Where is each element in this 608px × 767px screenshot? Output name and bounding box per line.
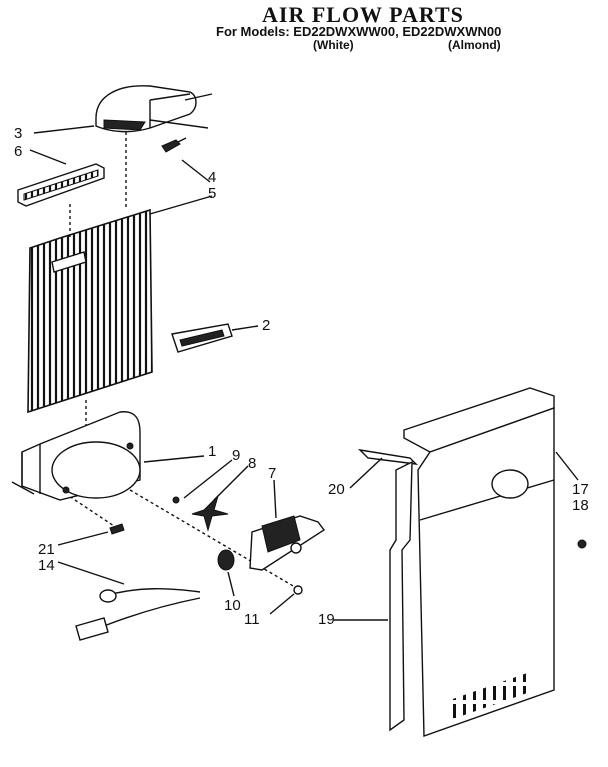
callout-10: 10 [224,597,241,614]
callout-6: 6 [14,143,22,160]
part-evaporator-grille [27,208,153,414]
part-screw-11 [293,585,303,595]
callout-14: 14 [38,557,55,574]
part-wire-harness [75,588,201,641]
callout-2: 2 [262,317,270,334]
part-seal-strip [357,448,418,465]
callout-18: 18 [572,497,589,514]
models-line: For Models: ED22DWXWW00, ED22DWXWN00 [216,24,502,39]
variant-almond: (Almond) [448,38,501,52]
part-vent-filter [17,163,105,207]
part-rear-panel [403,387,587,737]
part-grommet [217,549,235,571]
callout-7: 7 [268,465,276,482]
callout-8: 8 [248,455,256,472]
callout-11: 11 [244,611,260,628]
callout-4: 4 [208,169,216,186]
callout-1: 1 [208,443,216,460]
part-fan-housing [11,411,141,501]
part-fan-motor [249,515,326,571]
variant-white: (White) [313,38,354,52]
callout-labels: 3 6 4 5 2 1 9 8 7 21 14 10 11 19 20 17 1… [14,125,589,628]
callout-17: 17 [572,481,589,498]
part-screw-4 [161,137,187,153]
diagram-title: AIR FLOW PARTS [262,2,464,27]
callout-leaders [29,125,579,621]
part-screw-21 [109,523,125,535]
callout-21: 21 [38,541,55,558]
part-vertical-channel [389,460,413,732]
part-fan-blade [172,494,229,532]
part-bracket-2 [171,323,233,353]
callout-3: 3 [14,125,22,142]
callout-5: 5 [208,185,216,202]
callout-20: 20 [328,481,345,498]
callout-9: 9 [232,447,240,464]
callout-19: 19 [318,611,335,628]
part-duct-cover [95,85,213,133]
